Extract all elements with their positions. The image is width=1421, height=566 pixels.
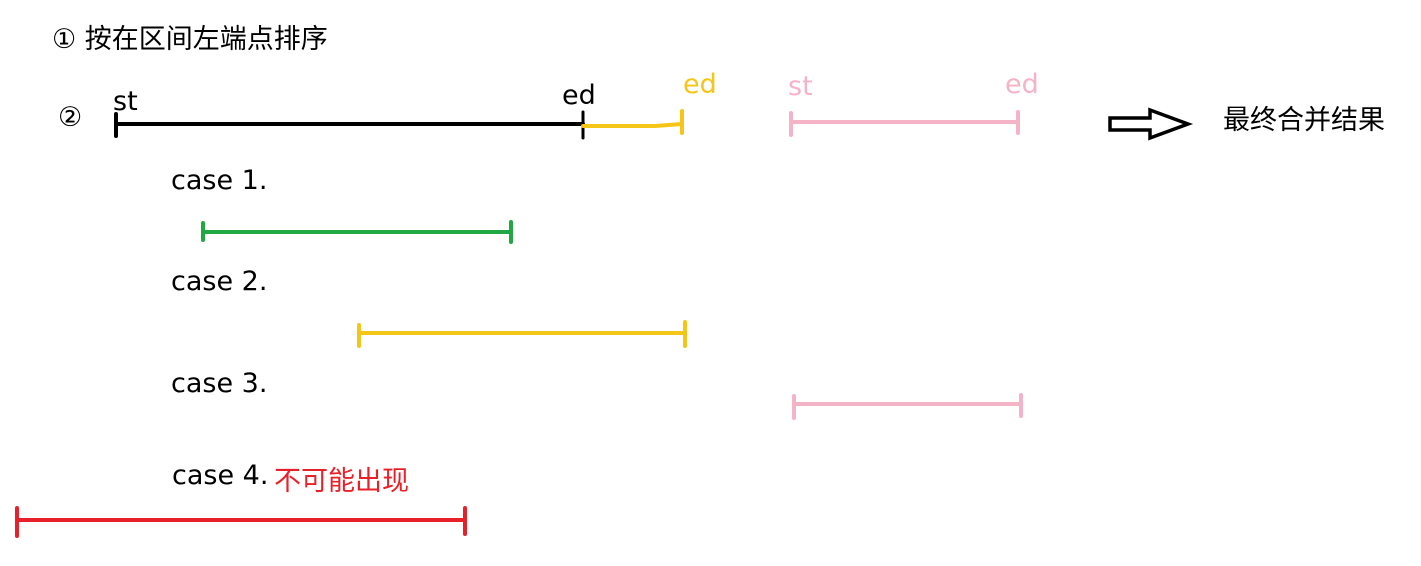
case-1-label: case 1. <box>171 165 268 196</box>
pink-interval-top <box>789 110 1020 137</box>
ed-label-main: ed <box>562 80 596 111</box>
case-3-interval <box>792 393 1023 420</box>
case-4-note: 不可能出现 <box>274 466 409 497</box>
case-2-label: case 2. <box>171 266 268 297</box>
ed-label-yellow: ed <box>683 69 717 100</box>
result-arrow-icon <box>1108 107 1194 141</box>
st-label-pink: st <box>788 71 813 102</box>
case-2-interval <box>357 320 687 348</box>
ed-label-pink: ed <box>1005 69 1039 100</box>
result-label: 最终合并结果 <box>1223 105 1385 136</box>
st-label-main: st <box>113 86 138 117</box>
case-1-interval <box>201 220 513 244</box>
yellow-extension-line <box>581 122 684 128</box>
case-4-label: case 4. <box>172 460 269 491</box>
step2-marker: ② <box>58 102 83 133</box>
step1-label: ① 按在区间左端点排序 <box>52 24 328 55</box>
case-4-interval <box>15 506 467 538</box>
main-interval <box>114 110 585 140</box>
case-3-label: case 3. <box>171 368 268 399</box>
yellow-extension <box>581 109 684 135</box>
